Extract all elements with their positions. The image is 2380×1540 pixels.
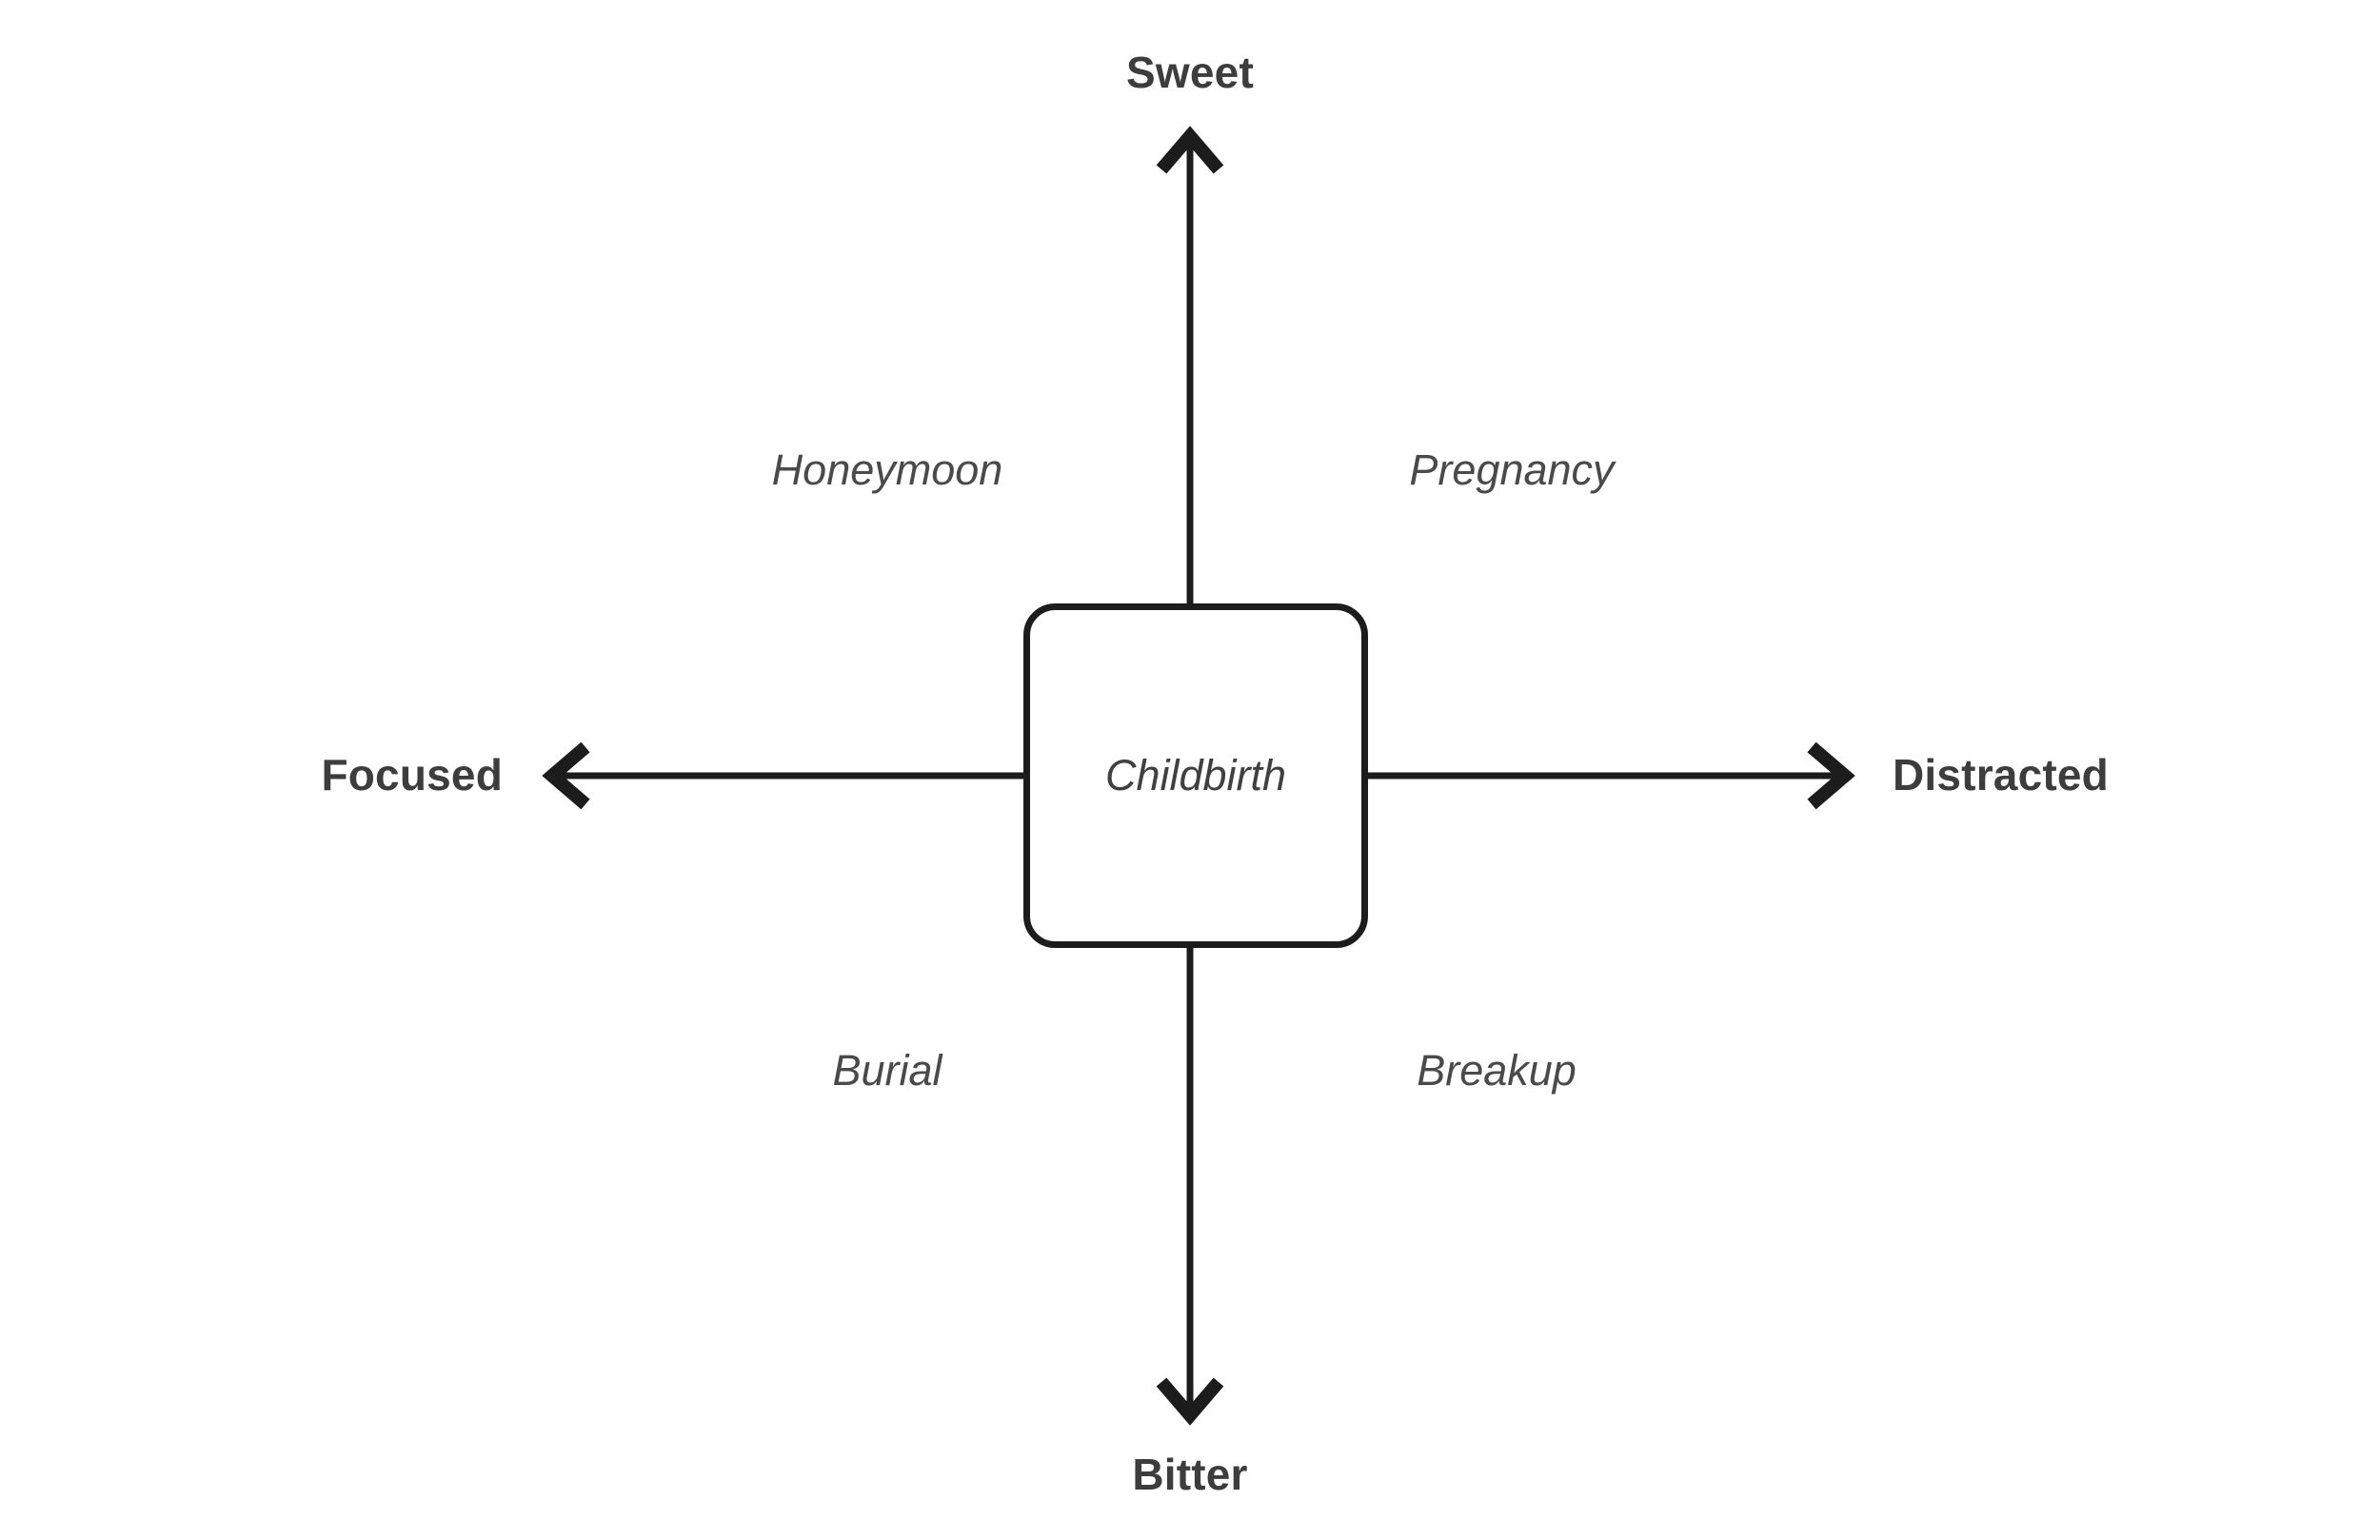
arrow-up-icon xyxy=(1156,126,1224,174)
quadrant-label-top-right: Pregnancy xyxy=(1409,445,1616,494)
vertical-axis xyxy=(1156,126,1224,1426)
quadrant-label-bottom-right: Breakup xyxy=(1417,1046,1577,1095)
horizontal-axis xyxy=(542,741,1855,810)
quadrant-label-bottom-left: Burial xyxy=(832,1046,943,1095)
arrow-down-icon xyxy=(1156,1377,1224,1426)
quadrant-label-top-left: Honeymoon xyxy=(772,445,1003,494)
axis-label-top: Sweet xyxy=(1126,48,1254,97)
arrow-left-icon xyxy=(542,741,590,810)
axis-label-left: Focused xyxy=(321,750,503,800)
arrow-right-icon xyxy=(1807,741,1855,810)
center-node-label: Childbirth xyxy=(1105,751,1286,800)
axis-label-bottom: Bitter xyxy=(1132,1450,1247,1499)
center-node-box[interactable] xyxy=(1023,603,1368,948)
axis-label-right: Distracted xyxy=(1893,750,2109,800)
